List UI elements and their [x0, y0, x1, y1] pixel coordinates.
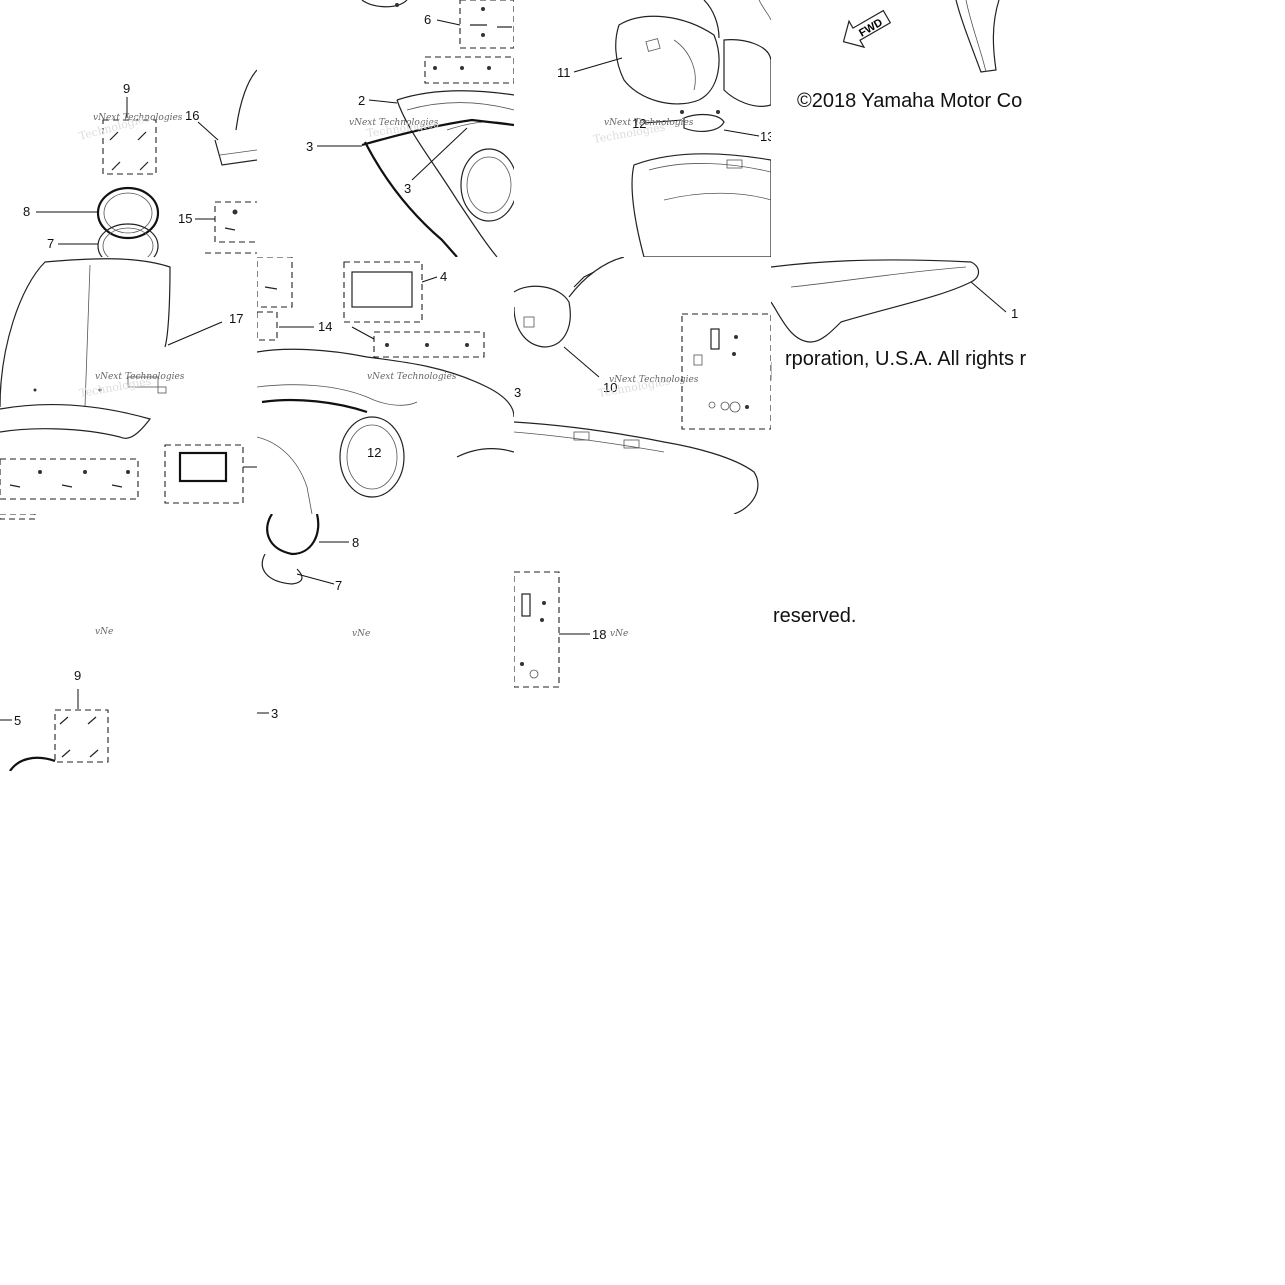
trim-ring	[96, 186, 160, 240]
tile-dash-inner: 4 14 12 vNext Technologies	[257, 257, 514, 514]
watermark: vNext Technologies	[609, 375, 699, 385]
copyright-line-3: reserved.	[773, 605, 857, 627]
callout-10: 10	[603, 380, 617, 395]
callout-11: 11	[557, 65, 571, 80]
callout-6: 6	[424, 12, 431, 27]
callout-9b: 9	[74, 668, 81, 683]
inner-panel	[257, 348, 514, 418]
copyright-line-1: ©2018 Yamaha Motor Co	[797, 90, 1023, 112]
gauge-box	[164, 444, 244, 504]
tile-fairing-inner: 6 2 3 3 vNext Technologies Technologies	[306, 0, 514, 257]
callout-17: 17	[229, 311, 243, 326]
backrest	[514, 285, 571, 348]
watermark: vNe	[95, 627, 113, 637]
callout-7b: 7	[335, 578, 342, 593]
callout-13: 13	[760, 129, 771, 144]
callout-2: 2	[358, 93, 365, 108]
watermark: vNe	[352, 629, 370, 639]
callout-leader-16	[197, 121, 219, 141]
watermark: vNext Technologies	[93, 113, 183, 123]
callout-8: 8	[23, 204, 30, 219]
callout-1: 1	[1011, 306, 1018, 321]
callout-15: 15	[178, 211, 192, 226]
seat-cushion	[615, 15, 720, 105]
callout-5: 5	[14, 713, 21, 728]
watermark: vNext Technologies	[604, 118, 694, 128]
callout-3b: 3	[404, 181, 411, 196]
rider-seat	[631, 153, 771, 257]
seat-rear	[771, 259, 980, 343]
screw-set-box	[102, 119, 157, 175]
watermark: vNe	[610, 629, 628, 639]
callout-3: 3	[306, 139, 313, 154]
watermark: vNext Technologies	[367, 372, 457, 382]
tile-seat-rear: 1	[771, 259, 1018, 381]
callout-9: 9	[123, 81, 130, 96]
speaker-ring	[460, 148, 514, 222]
callout-14: 14	[318, 319, 332, 334]
bracket-box	[681, 313, 771, 430]
tile-lower-hardware: vNe 9 5	[0, 514, 113, 771]
screw-icon	[109, 131, 149, 171]
callout-3c: 3	[514, 385, 521, 400]
tile-windshield: 17 vNext Technologies Technologies	[0, 258, 257, 504]
mount-plate	[683, 113, 725, 132]
gasket-ring	[97, 223, 159, 257]
callout-3d: 3	[271, 706, 278, 721]
fwd-label: FWD	[857, 17, 885, 40]
callout-4: 4	[440, 269, 447, 284]
watermark: vNext Technologies	[95, 372, 185, 382]
callout-16: 16	[185, 108, 199, 123]
bracket-box	[514, 571, 560, 688]
display-box	[343, 261, 423, 323]
callout-18: 18	[592, 627, 606, 642]
trim-ring	[266, 514, 320, 556]
windshield	[0, 258, 171, 408]
tile-seat-top: 11 13 12 vNext Technologies Technologies	[557, 0, 771, 257]
callout-7: 7	[47, 236, 54, 251]
callout-12b: 12	[367, 445, 381, 460]
tile-seat-lower: 10 3 vNext Technologies Technologies	[514, 257, 771, 514]
callout-8b: 8	[352, 535, 359, 550]
rider-seat-lower	[514, 421, 759, 514]
tile-windshield-hardware: 16 9 vNext Technologies Technologies 8 7…	[23, 69, 257, 257]
windshield-lower-edge	[214, 139, 257, 166]
forward-arrow-icon: FWD	[842, 9, 892, 49]
tile-fwd: FWD	[842, 0, 1000, 73]
callout-12: 12	[632, 116, 646, 131]
tile-lower-rings: 8 7 vNe 3	[257, 514, 370, 721]
windshield-edge	[235, 69, 257, 131]
watermark: vNext Technologies	[349, 118, 439, 128]
tile-bracket-18: 18 vNe	[514, 571, 628, 688]
copyright-line-2: rporation, U.S.A. All rights r	[785, 348, 1027, 370]
speaker-ring	[339, 416, 405, 498]
inner-fairing	[396, 90, 514, 101]
